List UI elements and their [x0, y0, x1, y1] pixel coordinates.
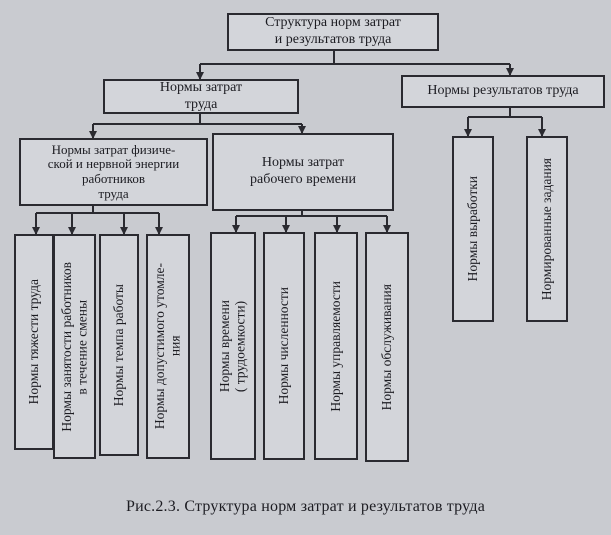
leaf-tasks-text: Нормированные задания: [539, 157, 555, 301]
leaf-pace-text: Нормы темпа работы: [111, 283, 127, 407]
root-box: Структура норм затрат и результатов труд…: [227, 13, 439, 51]
norms-costs-box: Нормы затрат труда: [103, 79, 299, 114]
norms-results-box: Нормы результатов труда: [401, 75, 605, 108]
leaf-severity-text: Нормы тяжести труда: [26, 279, 42, 405]
leaf-headcount-text: Нормы численности: [276, 287, 292, 405]
leaf-service-box: Нормы обслуживания: [365, 232, 409, 462]
figure-caption: Рис.2.3. Структура норм затрат и результ…: [126, 498, 485, 515]
leaf-time-box: Нормы времени ( трудоемкости): [210, 232, 256, 460]
leaf-fatigue-box: Нормы допустимого утомле- ния: [146, 234, 190, 459]
working-time-box: Нормы затрат рабочего времени: [212, 133, 394, 211]
leaf-time-text: Нормы времени ( трудоемкости): [217, 299, 248, 393]
leaf-fatigue-text: Нормы допустимого утомле- ния: [152, 263, 183, 430]
leaf-employment-box: Нормы занятости работников в течение сме…: [53, 234, 96, 459]
leaf-service-text: Нормы обслуживания: [379, 283, 395, 411]
leaf-output-text: Нормы выработки: [465, 176, 481, 282]
leaf-output-box: Нормы выработки: [452, 136, 494, 322]
leaf-severity-box: Нормы тяжести труда: [14, 234, 54, 450]
leaf-headcount-box: Нормы численности: [263, 232, 305, 460]
leaf-manageability-text: Нормы управляемости: [328, 280, 344, 412]
leaf-manageability-box: Нормы управляемости: [314, 232, 358, 460]
leaf-employment-text: Нормы занятости работников в течение сме…: [58, 261, 90, 432]
leaf-pace-box: Нормы темпа работы: [99, 234, 139, 456]
physical-energy-box: Нормы затрат физиче- ской и нервной энер…: [19, 138, 208, 206]
leaf-tasks-box: Нормированные задания: [526, 136, 568, 322]
